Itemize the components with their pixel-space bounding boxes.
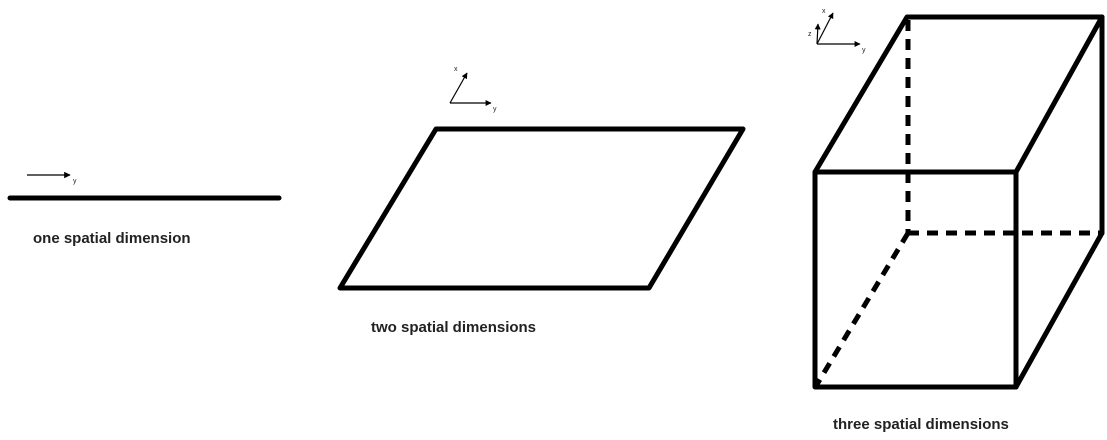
three-d-x-axis-arrow <box>816 12 834 45</box>
three-d-cube <box>812 14 1105 390</box>
two-d-panel: x y two spatial dimensions <box>337 66 746 336</box>
three-d-z-axis-label: z <box>808 31 812 38</box>
two-d-caption: two spatial dimensions <box>371 319 536 336</box>
one-d-axis-indicator: y <box>27 171 77 185</box>
three-d-y-axis-label: y <box>862 47 866 54</box>
cube-right-edge-bottom <box>1013 230 1105 390</box>
two-d-axis-indicator: x y <box>449 66 497 113</box>
two-d-y-axis-label: y <box>493 106 497 113</box>
cube-top-face <box>812 14 1105 175</box>
three-d-x-axis-label: x <box>822 8 826 15</box>
three-d-panel: x z y three spatial dimensions <box>808 8 1105 433</box>
two-d-parallelogram <box>337 126 746 291</box>
one-d-caption: one spatial dimension <box>33 230 191 247</box>
one-d-y-axis-label: y <box>73 178 77 185</box>
three-d-z-axis-arrow <box>814 23 821 45</box>
cube-front-face <box>812 169 1019 390</box>
two-d-x-axis-label: x <box>454 66 458 73</box>
hidden-edge-diagonal <box>813 231 911 388</box>
three-d-caption: three spatial dimensions <box>833 416 1009 433</box>
three-d-axis-indicator: x z y <box>808 8 866 54</box>
two-d-x-axis-arrow <box>449 72 468 104</box>
one-d-panel: y one spatial dimension <box>7 171 282 247</box>
three-d-hidden-edges <box>813 20 1103 388</box>
